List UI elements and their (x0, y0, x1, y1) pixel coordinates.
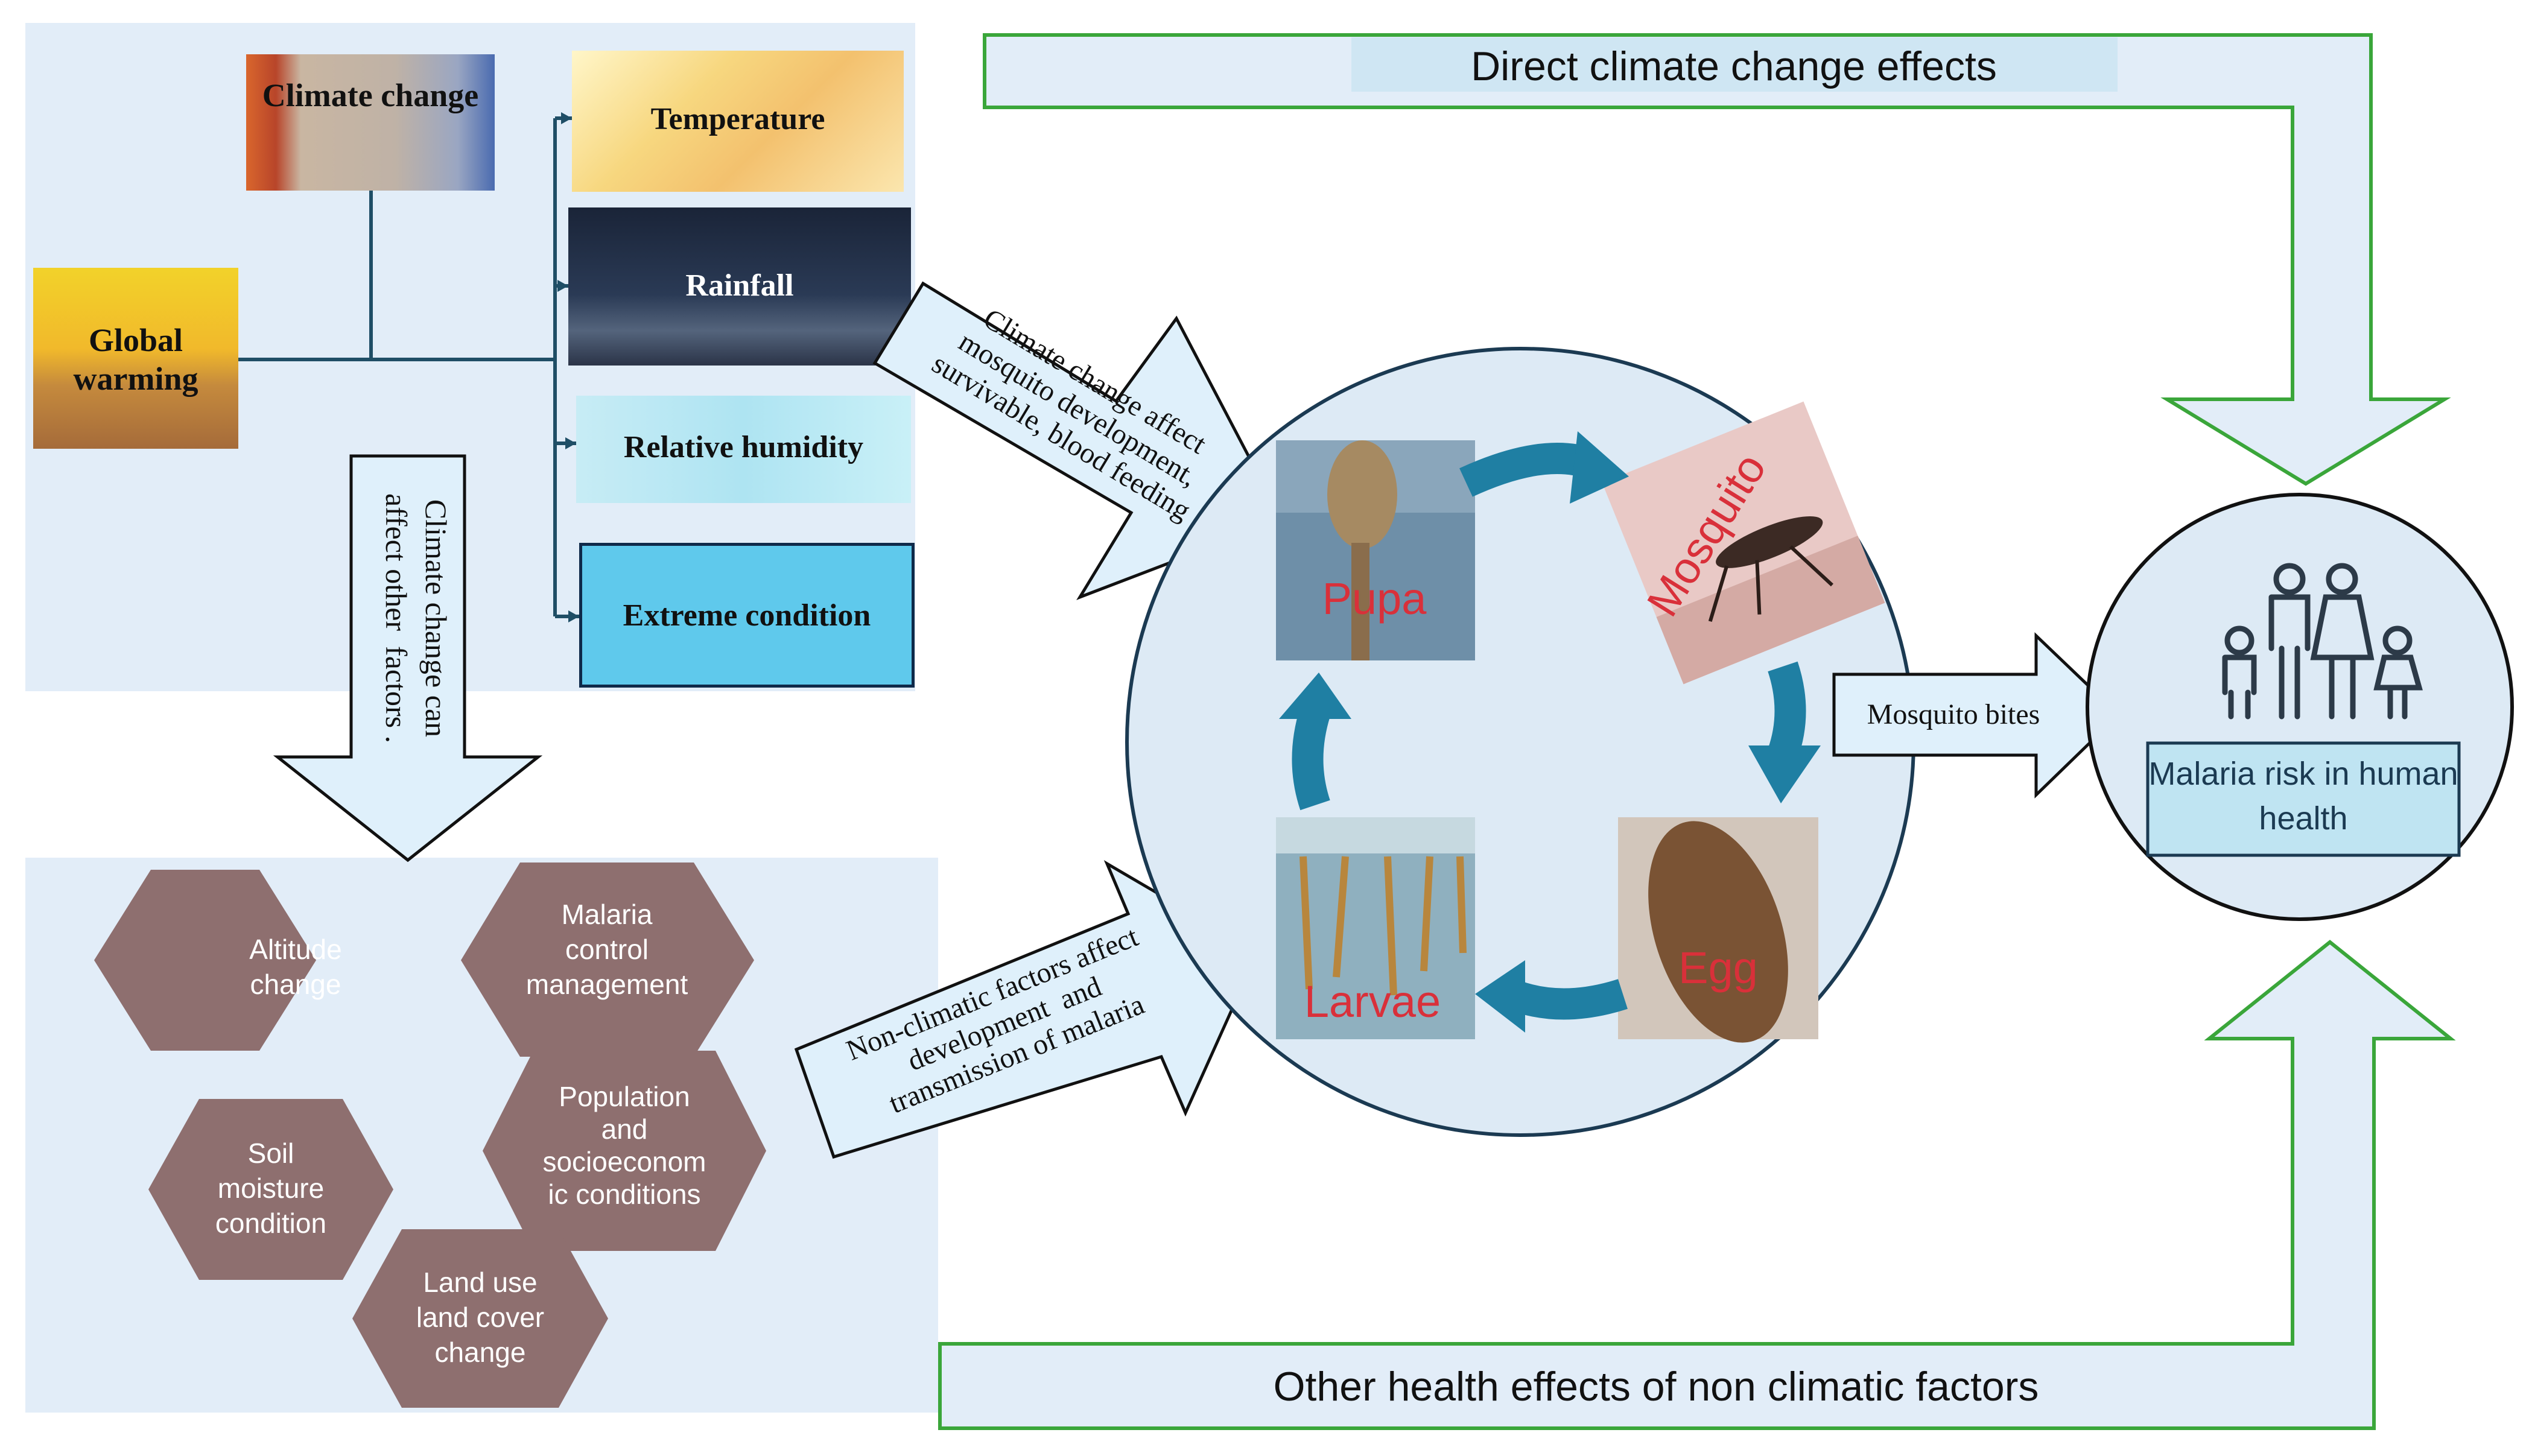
global-warming-image: Global warming (33, 268, 238, 449)
svg-text:change: change (250, 969, 341, 1000)
svg-text:Soil: Soil (248, 1138, 294, 1169)
svg-text:management: management (526, 969, 688, 1000)
direct-effects-label: Direct climate change effects (1471, 43, 1997, 89)
direct-effects-banner-arrow (983, 33, 2451, 486)
factor-connector-lines (238, 116, 579, 618)
arrow-mosquito-bites (1832, 632, 2121, 799)
arrowhead-temperature (561, 112, 572, 124)
temperature-box: Temperature (572, 51, 904, 192)
relative-humidity-box: Relative humidity (576, 396, 911, 503)
family-icon (2222, 563, 2423, 720)
svg-text:ic conditions: ic conditions (548, 1179, 700, 1210)
pupa-label: Pupa (1322, 574, 1427, 624)
svg-text:socioeconom: socioeconom (542, 1146, 706, 1177)
egg-image (1618, 817, 1818, 1043)
svg-text:Land use: Land use (423, 1267, 537, 1298)
mosquito-image (1602, 401, 1885, 685)
svg-text:control: control (565, 934, 649, 965)
larvae-image (1276, 817, 1475, 1039)
cycle-arrow-egg-to-larvae (1475, 960, 1628, 1033)
mosquito-bites-label: Mosquito bites (1867, 698, 2040, 730)
svg-text:land cover: land cover (416, 1302, 544, 1333)
arrow-non-climatic-factors (794, 860, 1260, 1159)
larvae-label: Larvae (1304, 976, 1441, 1027)
hexagon-altitude-change: Altitude change (94, 870, 342, 1051)
arrowhead-rainfall (557, 280, 568, 292)
arrowhead-humidity (565, 437, 576, 449)
svg-text:Altitude: Altitude (249, 934, 341, 965)
climate-change-label: Climate change (262, 77, 479, 113)
outcome-label: Malaria risk in human health (2148, 756, 2458, 837)
hexagon-malaria-control-management: Malaria control management (461, 863, 754, 1057)
cycle-arrow-mosquito-to-egg (1748, 661, 1821, 803)
cycle-arrow-larvae-to-pupa (1279, 673, 1351, 811)
global-warming-label: Global warming (73, 322, 198, 397)
other-effects-banner-arrow (938, 940, 2456, 1430)
extreme-condition-label: Extreme condition (623, 598, 871, 633)
outcome-label-box (2146, 741, 2461, 857)
direct-effects-label-bg (1351, 37, 2118, 92)
climate-affects-other-line1: Climate change can (419, 499, 453, 737)
svg-text:and: and (601, 1113, 648, 1145)
arrow-climate-affects-mosquito (872, 281, 1284, 600)
temperature-label: Temperature (650, 102, 825, 136)
extreme-condition-box: Extreme condition (579, 543, 915, 688)
svg-text:Malaria: Malaria (562, 899, 653, 930)
svg-text:change: change (435, 1337, 526, 1368)
hexagon-population-socioeconomic: Population and socioeconom ic conditions (483, 1051, 766, 1251)
hexagon-soil-moisture-condition: Soil moisture condition (148, 1099, 393, 1280)
svg-text:Population: Population (559, 1081, 690, 1112)
egg-label: Egg (1678, 943, 1758, 993)
rainfall-box: Rainfall (568, 207, 911, 366)
hexagon-land-use-land-cover: Land use land cover change (352, 1229, 608, 1408)
arrowhead-extreme (568, 610, 579, 622)
svg-text:moisture: moisture (218, 1173, 324, 1204)
rainfall-label: Rainfall (685, 268, 794, 303)
other-effects-label: Other health effects of non climatic fac… (1274, 1364, 2039, 1410)
relative-humidity-label: Relative humidity (623, 430, 864, 464)
cycle-arrow-pupa-to-mosquito (1459, 431, 1629, 504)
svg-text:condition: condition (215, 1208, 326, 1239)
pupa-image (1276, 440, 1475, 660)
down-arrow-climate-affects-other (273, 454, 543, 863)
climate-affects-other-line2: affect other factors . (379, 493, 413, 743)
climate-change-image: Climate change (246, 54, 495, 191)
